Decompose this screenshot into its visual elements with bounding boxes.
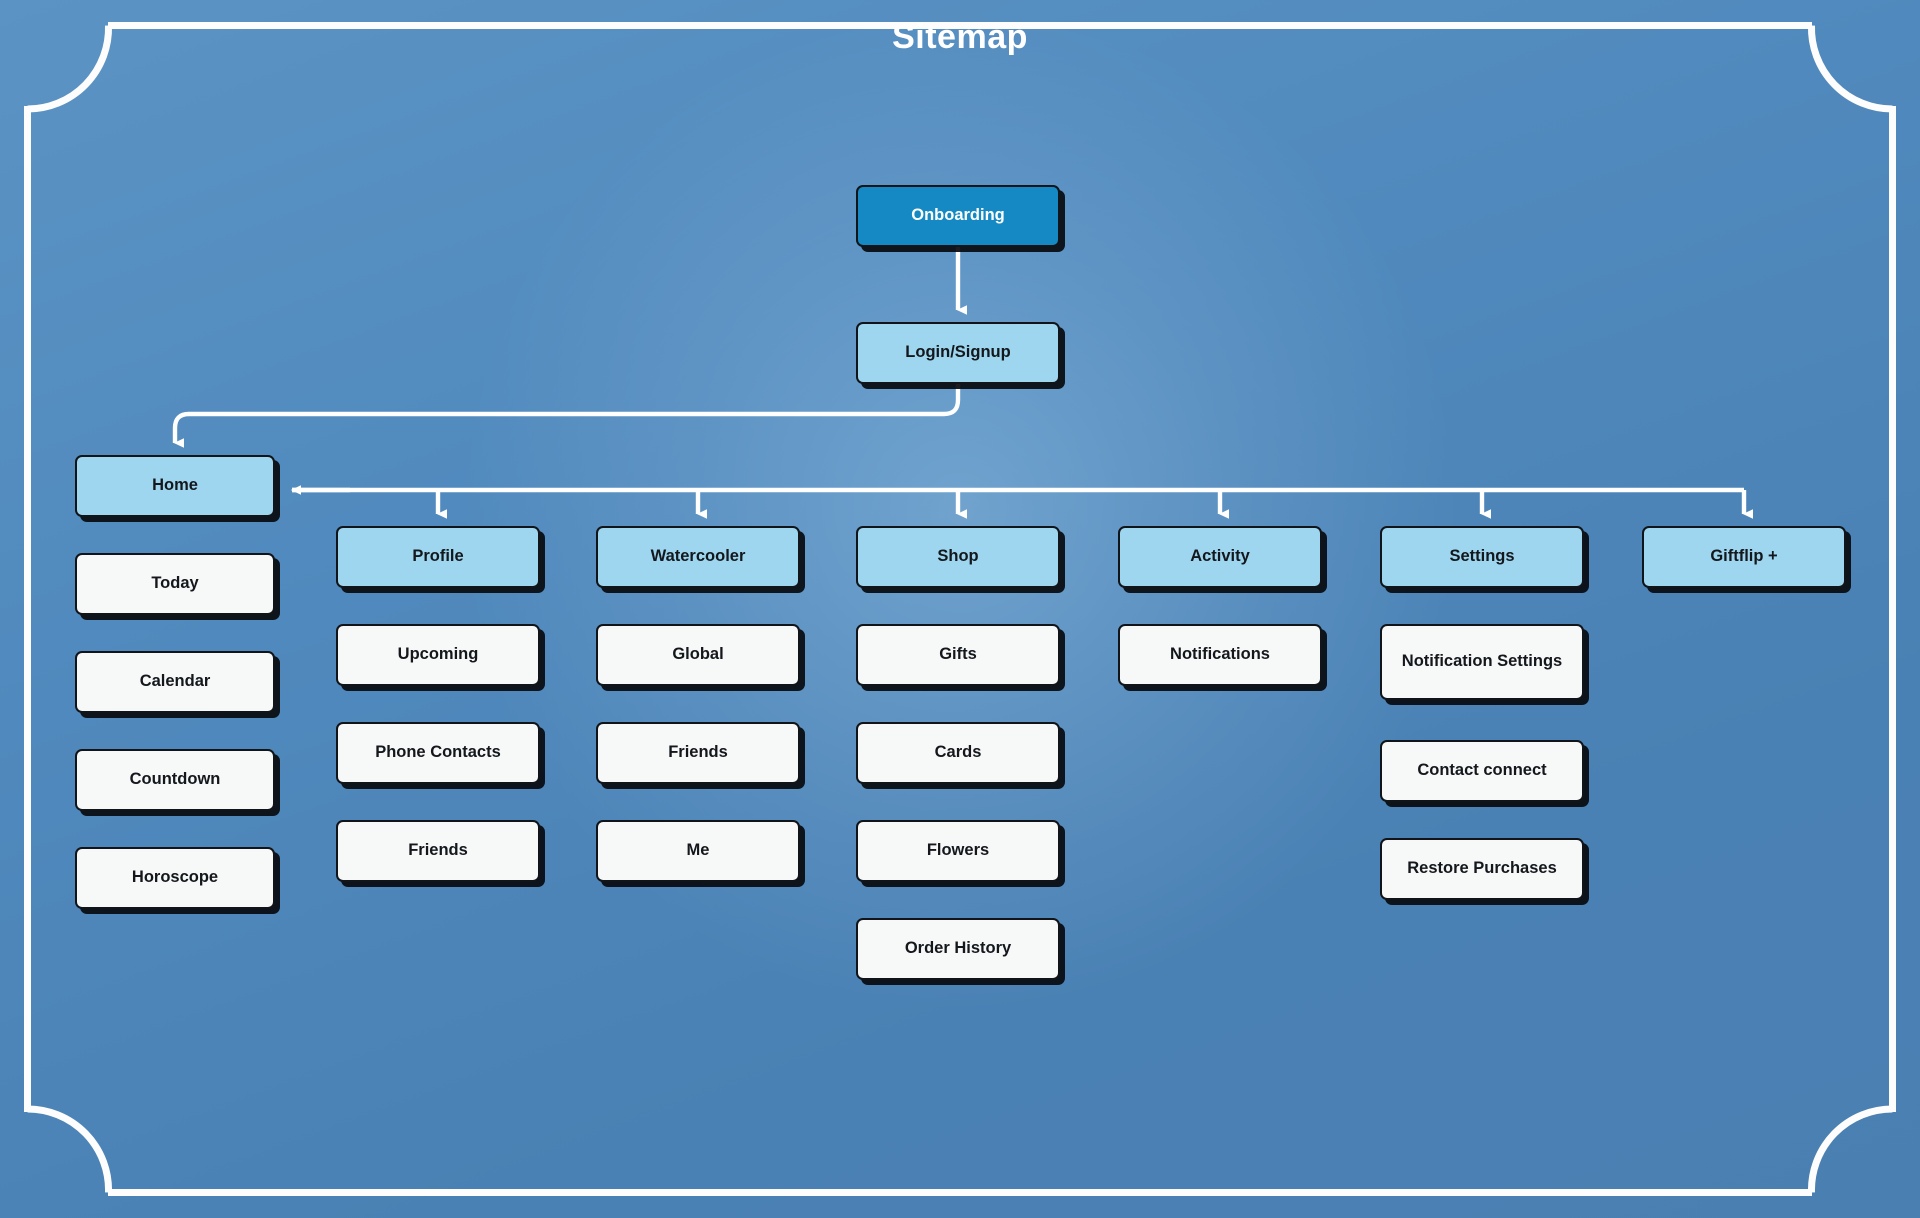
node-watercooler-friends[interactable]: Friends — [596, 722, 800, 784]
node-profile[interactable]: Profile — [336, 526, 540, 588]
page-title: Sitemap — [892, 18, 1028, 56]
node-me[interactable]: Me — [596, 820, 800, 882]
node-upcoming[interactable]: Upcoming — [336, 624, 540, 686]
node-calendar[interactable]: Calendar — [75, 651, 275, 713]
node-activity[interactable]: Activity — [1118, 526, 1322, 588]
node-shop[interactable]: Shop — [856, 526, 1060, 588]
node-countdown[interactable]: Countdown — [75, 749, 275, 811]
node-global[interactable]: Global — [596, 624, 800, 686]
node-contact-connect[interactable]: Contact connect — [1380, 740, 1584, 802]
node-order-history[interactable]: Order History — [856, 918, 1060, 980]
node-today[interactable]: Today — [75, 553, 275, 615]
node-notification-settings[interactable]: Notification Settings — [1380, 624, 1584, 700]
node-gifts[interactable]: Gifts — [856, 624, 1060, 686]
node-profile-friends[interactable]: Friends — [336, 820, 540, 882]
node-horoscope[interactable]: Horoscope — [75, 847, 275, 909]
node-cards[interactable]: Cards — [856, 722, 1060, 784]
node-giftflip-plus[interactable]: Giftflip + — [1642, 526, 1846, 588]
edge-login-home — [172, 384, 961, 448]
node-settings[interactable]: Settings — [1380, 526, 1584, 588]
node-flowers[interactable]: Flowers — [856, 820, 1060, 882]
node-home[interactable]: Home — [75, 455, 275, 517]
node-notifications[interactable]: Notifications — [1118, 624, 1322, 686]
node-onboarding[interactable]: Onboarding — [856, 185, 1060, 247]
node-login-signup[interactable]: Login/Signup — [856, 322, 1060, 384]
node-watercooler[interactable]: Watercooler — [596, 526, 800, 588]
node-phone-contacts[interactable]: Phone Contacts — [336, 722, 540, 784]
node-restore-purchases[interactable]: Restore Purchases — [1380, 838, 1584, 900]
